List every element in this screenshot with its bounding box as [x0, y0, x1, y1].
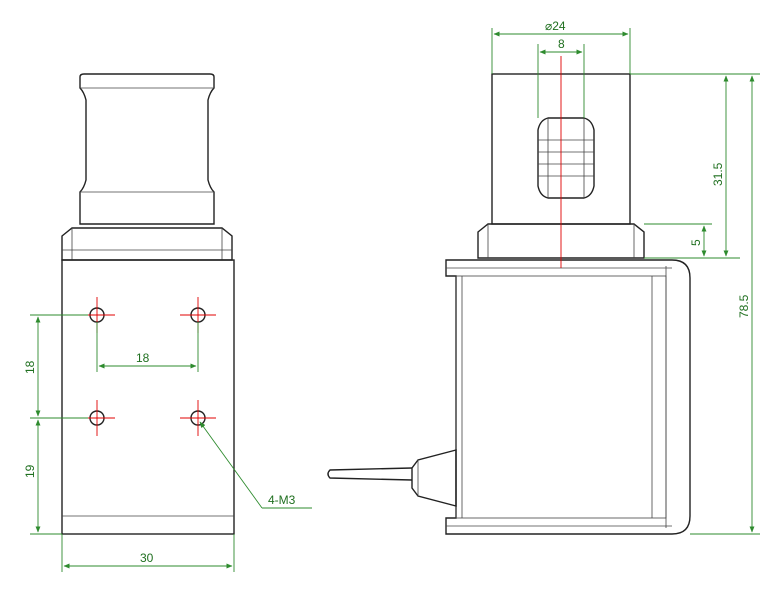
label-step-height: 5	[689, 239, 703, 246]
dim-diameter: ⌀24	[491, 19, 631, 74]
svg-text:⌀24: ⌀24	[545, 19, 566, 33]
label-hole-spacing-v: 18	[23, 360, 37, 374]
dim-right-vertical: 31.5 5 78.5	[630, 73, 760, 535]
label-front-width: 30	[140, 551, 154, 565]
label-bottom-offset: 19	[23, 464, 37, 478]
front-body	[61, 259, 235, 535]
front-top-cylinder	[79, 73, 215, 225]
side-body	[445, 259, 691, 535]
front-collar	[61, 227, 233, 261]
thread-callout: 4-M3	[199, 421, 312, 509]
dim-hole-spacing-h: 18	[96, 322, 199, 372]
dim-front-width: 30	[61, 534, 235, 572]
mounting-holes	[79, 297, 216, 436]
label-hole-spacing-h: 18	[136, 351, 150, 365]
front-view: 18 18 19 30 4-M3	[23, 73, 312, 572]
label-total-height: 78.5	[737, 294, 751, 318]
label-top-height: 31.5	[711, 162, 725, 186]
slot-window	[537, 117, 595, 199]
label-diameter: 24	[552, 19, 566, 33]
dim-slot-width: 8	[537, 37, 585, 118]
label-thread-callout: 4-M3	[268, 493, 296, 507]
dim-left-vertical: 18 19	[23, 314, 88, 535]
side-view: ⌀24 8 31.5 5 78.5	[327, 19, 760, 535]
label-slot-width: 8	[558, 37, 565, 51]
cable	[327, 467, 413, 481]
cable-gland	[411, 449, 457, 507]
